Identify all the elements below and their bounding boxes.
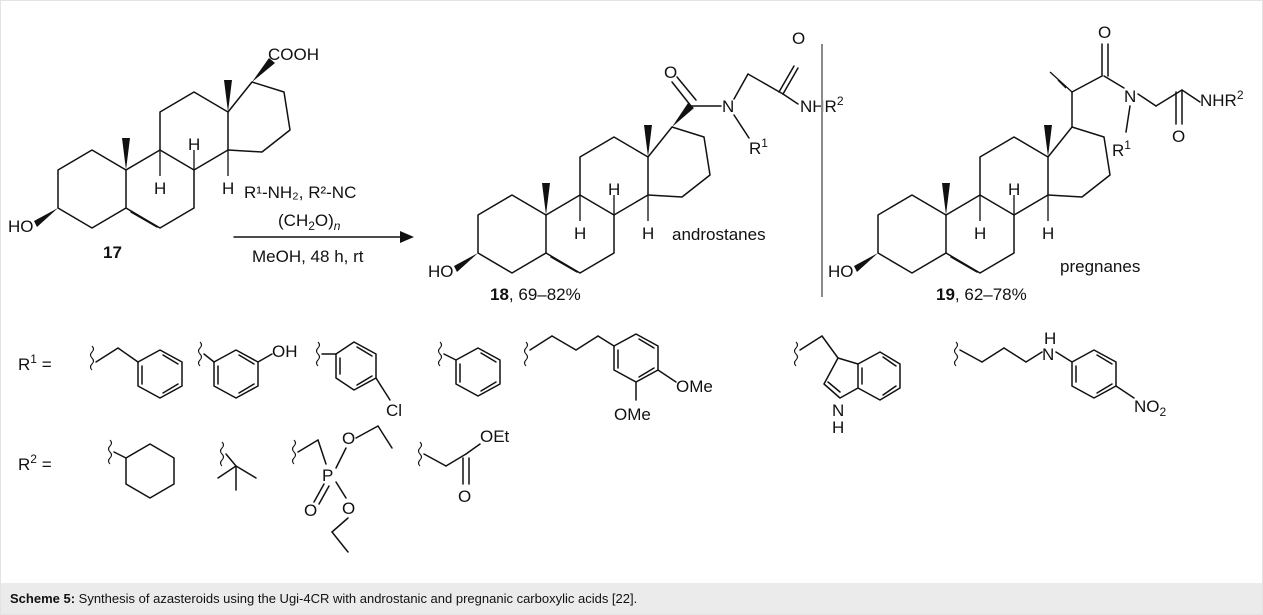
nh-h-label: H (1044, 329, 1056, 348)
r1-3-hydroxyphenyl: OH (197, 341, 298, 399)
carbonyl-oxygen: O (792, 29, 805, 48)
r2-diethylphosphonomethyl: P O O O (291, 425, 393, 553)
hydroxy-label-17: HO (8, 217, 34, 236)
r1-equals-label: R1 = (18, 352, 52, 374)
androstanes-label: androstanes (672, 225, 766, 244)
o-label: O (304, 501, 317, 520)
ome-label: OMe (614, 405, 651, 424)
carbonyl-oxygen: O (664, 63, 677, 82)
nhr2-label: NHR2 (1200, 88, 1244, 110)
r1-label: R1 (1112, 138, 1131, 160)
reaction-arrow (233, 231, 414, 243)
o-label: O (342, 429, 355, 448)
amide-nitrogen: N (1124, 87, 1136, 106)
o-label: O (458, 487, 471, 506)
hydroxy-label-18: HO (428, 262, 454, 281)
compound-17-structure: COOH HO H H H 17 (8, 45, 319, 262)
p-label: P (322, 466, 333, 485)
h-label: H (1042, 224, 1054, 243)
r1-phenyl (437, 341, 501, 397)
compound-19-structure: O N R1 O NHR2 HO H H H pregnanes 19, 62–… (828, 23, 1244, 304)
caption-text: Synthesis of azasteroids using the Ugi-4… (75, 591, 638, 606)
ome-label: OMe (676, 377, 713, 396)
compound-18-structure: O N R1 O NHR2 HO H H H androstanes 18, 6… (428, 29, 844, 304)
r1-label: R1 (749, 136, 768, 158)
compound-18-caption: 18, 69–82% (490, 285, 581, 304)
reaction-conditions: MeOH, 48 h, rt (252, 247, 364, 266)
compound-19-caption: 19, 62–78% (936, 285, 1027, 304)
carbonyl-oxygen: O (1172, 127, 1185, 146)
no2-label: NO2 (1134, 397, 1167, 419)
r2-cyclohexyl (107, 439, 175, 499)
reagents-line-2: (CH2O)n (278, 211, 341, 233)
h-label: H (574, 224, 586, 243)
pregnanes-label: pregnanes (1060, 257, 1140, 276)
h-label: H (154, 179, 166, 198)
r2-equals-label: R2 = (18, 452, 52, 474)
r1-dimethoxyphenethyl: OMe OMe (523, 333, 713, 424)
compound-17-number: 17 (103, 243, 122, 262)
nhr2-label: NHR2 (800, 94, 844, 116)
h-label: H (608, 180, 620, 199)
hydroxy-label-19: HO (828, 262, 854, 281)
cooh-label: COOH (268, 45, 319, 64)
nh-n-label: N (1042, 345, 1054, 364)
cl-label: Cl (386, 401, 402, 420)
nh-label: N (832, 401, 844, 420)
r2-tert-butyl (217, 441, 257, 491)
r1-indolylethyl: N H (793, 335, 901, 437)
carbonyl-oxygen: O (1098, 23, 1111, 42)
r2-ethoxycarbonylmethyl: OEt O (417, 427, 510, 506)
h-label: H (222, 179, 234, 198)
reagents-line-1: R¹-NH₂, R²-NC (244, 183, 356, 202)
h-label: H (1008, 180, 1020, 199)
reaction-scheme: COOH HO H H H 17 R¹-NH₂, R²-NC (CH2O)n M… (8, 23, 1244, 553)
oh-label: OH (272, 342, 298, 361)
h-label: H (642, 224, 654, 243)
h-label: H (188, 135, 200, 154)
r1-nitroanilinopropyl: H N NO2 (953, 329, 1167, 419)
h-label: H (974, 224, 986, 243)
caption-label: Scheme 5: (10, 591, 76, 606)
h-label: H (832, 418, 844, 437)
r1-benzyl (89, 345, 183, 399)
o-label: O (342, 499, 355, 518)
r1-4-chlorophenyl: Cl (315, 341, 402, 420)
oet-label: OEt (480, 427, 510, 446)
scheme-caption: Scheme 5: Synthesis of azasteroids using… (1, 583, 1262, 614)
amide-nitrogen: N (722, 97, 734, 116)
